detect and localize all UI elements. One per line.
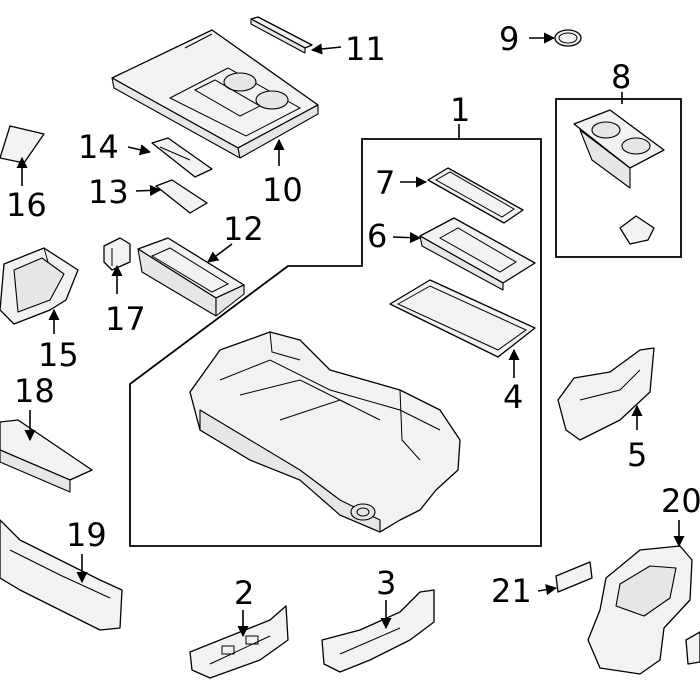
callout-21: 21 [491,572,532,610]
assembly-frame-8 [555,98,682,258]
callout-17: 17 [105,300,146,338]
callout-3: 3 [376,564,396,602]
assembly-frame-1 [129,138,542,547]
part-18-shape [0,419,93,493]
part-14-shape [151,137,213,178]
part-12-shape [137,237,245,317]
part-20-shape [587,545,700,675]
part-19-shape [0,519,123,631]
part-16-shape [0,125,45,164]
callout-7: 7 [375,164,395,202]
callout-18: 18 [14,372,55,410]
part-17-shape [103,237,131,271]
callout-10: 10 [262,171,303,209]
part-7-shape [427,167,524,224]
part-13-shape [155,179,208,214]
callout-11: 11 [345,30,386,68]
part-3-shape [321,589,435,673]
part-21-shape [555,561,593,593]
leader-lines [16,32,685,638]
callout-9: 9 [499,20,519,58]
callout-13: 13 [88,173,129,211]
part-1-shape [189,331,461,533]
part-11-shape [250,16,313,54]
part-9-shape [554,29,582,47]
callout-1: 1 [450,91,470,129]
callout-2: 2 [234,574,254,612]
callout-5: 5 [627,436,647,474]
part-6-shape [419,217,536,291]
callout-20: 20 [661,482,700,520]
callout-4: 4 [503,378,523,416]
callout-14: 14 [78,128,119,166]
part-10-shape [111,29,319,159]
part-2-shape [189,605,289,679]
part-5-shape [557,347,655,441]
callout-8: 8 [611,58,631,96]
callout-12: 12 [223,210,264,248]
callout-16: 16 [6,186,47,224]
part-4-shape [389,279,536,358]
part-15-shape [0,247,79,325]
callout-15: 15 [38,336,79,374]
part-8-shape [573,109,665,245]
callout-6: 6 [367,217,387,255]
callout-19: 19 [66,516,107,554]
